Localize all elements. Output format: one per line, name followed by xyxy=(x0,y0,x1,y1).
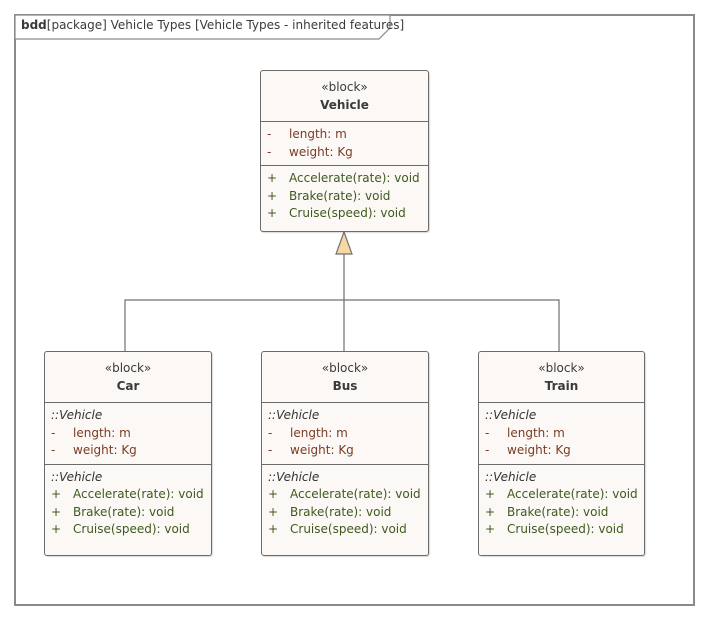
block-train[interactable]: «block» Train ::Vehicle -length: m -weig… xyxy=(478,351,645,556)
operation-row: + Brake(rate): void xyxy=(485,504,638,522)
attribute-text: weight: Kg xyxy=(507,443,571,457)
frame-title: bdd[package] Vehicle Types [Vehicle Type… xyxy=(21,18,404,32)
operation-text: Cruise(speed): void xyxy=(289,206,406,220)
block-header: «block» Train xyxy=(479,352,644,403)
operation-text: Accelerate(rate): void xyxy=(507,487,638,501)
operations-compartment: ::Vehicle +Accelerate(rate): void +Brake… xyxy=(479,463,644,543)
inherited-from-label: ::Vehicle xyxy=(51,469,103,484)
inherited-from-label: ::Vehicle xyxy=(51,408,103,422)
visibility-marker: + xyxy=(485,487,496,501)
inherited-from-label: ::Vehicle xyxy=(268,469,320,484)
attributes-compartment: ::Vehicle -length: m -weight: Kg xyxy=(262,403,428,464)
stereotype-label: «block» xyxy=(321,361,369,375)
visibility-marker: + xyxy=(51,522,62,536)
block-name: Bus xyxy=(332,379,358,393)
inherited-from-label: ::Vehicle xyxy=(485,408,537,422)
block-header: «block» Bus xyxy=(262,352,428,403)
visibility-marker: + xyxy=(485,522,496,536)
operation-row: + Cruise(speed): void xyxy=(267,205,422,223)
operation-row: + Accelerate(rate): void xyxy=(51,486,205,504)
stereotype-label: «block» xyxy=(104,361,152,375)
visibility-marker: + xyxy=(268,522,279,536)
visibility-marker: - xyxy=(51,425,56,440)
attribute-row: - length: m xyxy=(268,425,422,443)
operation-row: + Accelerate(rate): void xyxy=(267,170,422,188)
operation-text: Cruise(speed): void xyxy=(507,522,624,536)
operations-compartment: ::Vehicle +Accelerate(rate): void +Brake… xyxy=(262,463,428,543)
visibility-marker: - xyxy=(485,443,490,457)
inherited-from-label: ::Vehicle xyxy=(485,469,537,484)
visibility-marker: + xyxy=(51,487,62,501)
block-car[interactable]: «block» Car ::Vehicle -length: m -weight… xyxy=(44,351,212,556)
operation-row: + Cruise(speed): void xyxy=(51,521,205,539)
attribute-row: - length: m xyxy=(267,126,422,144)
visibility-marker: - xyxy=(267,144,272,159)
operation-row: + Brake(rate): void xyxy=(268,504,422,522)
operation-text: Brake(rate): void xyxy=(73,504,175,519)
attribute-text: length: m xyxy=(290,425,348,440)
visibility-marker: + xyxy=(268,487,279,501)
attribute-row: - weight: Kg xyxy=(268,442,422,460)
visibility-marker: + xyxy=(485,504,496,519)
operations-compartment: + Accelerate(rate): void + Brake(rate): vo… xyxy=(261,165,428,227)
visibility-marker: - xyxy=(267,127,272,141)
block-bus[interactable]: «block» Bus ::Vehicle -length: m -weight… xyxy=(261,351,429,556)
visibility-marker: + xyxy=(267,171,278,185)
frame-kind: bdd xyxy=(21,18,47,32)
generalization-line-car[interactable] xyxy=(124,299,344,351)
stereotype-label: «block» xyxy=(538,361,585,375)
attribute-text: length: m xyxy=(289,127,347,141)
frame-title-text: [package] Vehicle Types [Vehicle Types -… xyxy=(46,18,405,32)
attribute-text: length: m xyxy=(507,425,565,440)
visibility-marker: - xyxy=(51,443,56,457)
operation-text: Accelerate(rate): void xyxy=(289,171,420,185)
visibility-marker: - xyxy=(268,425,273,440)
generalization-line-train[interactable] xyxy=(344,299,560,351)
attribute-text: weight: Kg xyxy=(290,443,354,457)
attribute-row: - length: m xyxy=(51,425,205,443)
frame-tab-shape xyxy=(14,14,391,40)
operation-text: Cruise(speed): void xyxy=(290,522,407,536)
operation-row: + Cruise(speed): void xyxy=(268,521,422,539)
operation-row: + Brake(rate): void xyxy=(51,504,205,522)
visibility-marker: + xyxy=(267,206,278,220)
operation-text: Cruise(speed): void xyxy=(73,522,190,536)
visibility-marker: + xyxy=(268,504,279,519)
block-header: «block» Vehicle xyxy=(261,71,428,122)
visibility-marker: + xyxy=(51,504,62,519)
attribute-row: - weight: Kg xyxy=(485,442,638,460)
block-name: Vehicle xyxy=(320,98,369,112)
visibility-marker: + xyxy=(267,188,278,203)
operation-text: Accelerate(rate): void xyxy=(290,487,421,501)
operation-row: + Brake(rate): void xyxy=(267,188,422,206)
operation-text: Brake(rate): void xyxy=(507,504,609,519)
attribute-row: - weight: Kg xyxy=(267,144,422,162)
operation-text: Accelerate(rate): void xyxy=(73,487,204,501)
visibility-marker: - xyxy=(485,425,490,440)
attribute-row: - weight: Kg xyxy=(51,442,205,460)
operation-text: Brake(rate): void xyxy=(289,188,391,203)
stereotype-label: «block» xyxy=(321,80,368,94)
attribute-text: weight: Kg xyxy=(73,443,137,457)
attributes-compartment: - length: m - weight: Kg xyxy=(261,122,428,165)
operation-row: + Cruise(speed): void xyxy=(485,521,638,539)
attribute-text: length: m xyxy=(73,425,131,440)
block-name: Train xyxy=(544,379,579,393)
operation-text: Brake(rate): void xyxy=(290,504,392,519)
block-vehicle[interactable]: «block» Vehicle - length: m - weight: Kg +… xyxy=(260,70,429,232)
operations-compartment: ::Vehicle +Accelerate(rate): void +Brake… xyxy=(45,463,211,543)
attributes-compartment: ::Vehicle -length: m -weight: Kg xyxy=(45,403,211,464)
inherited-from-label: ::Vehicle xyxy=(268,408,320,422)
attribute-text: weight: Kg xyxy=(289,144,353,159)
generalization-arrowhead xyxy=(335,230,353,255)
block-name: Car xyxy=(116,379,140,393)
attributes-compartment: ::Vehicle -length: m -weight: Kg xyxy=(479,403,644,464)
attribute-row: - length: m xyxy=(485,425,638,443)
visibility-marker: - xyxy=(268,443,273,457)
operation-row: + Accelerate(rate): void xyxy=(268,486,422,504)
block-header: «block» Car xyxy=(45,352,211,403)
operation-row: + Accelerate(rate): void xyxy=(485,486,638,504)
